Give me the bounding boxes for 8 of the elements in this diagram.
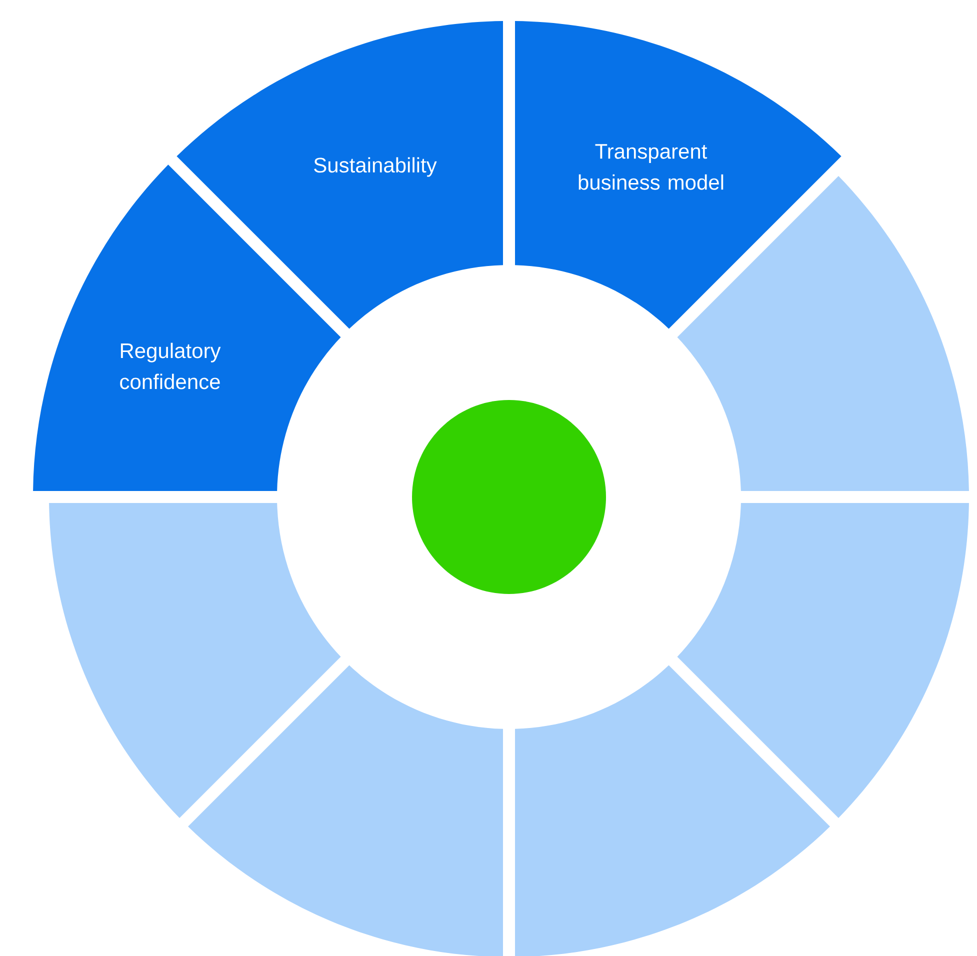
node-label: Regulatory confidence xyxy=(120,342,221,390)
ring-segment: Sustainability xyxy=(176,21,503,329)
ring-segment xyxy=(49,503,341,818)
center-circle xyxy=(412,400,606,594)
ring-segment xyxy=(677,503,969,818)
ring-segment xyxy=(515,665,830,956)
ring-segment: Transparent business model xyxy=(515,21,842,329)
ring-segment xyxy=(188,665,503,956)
